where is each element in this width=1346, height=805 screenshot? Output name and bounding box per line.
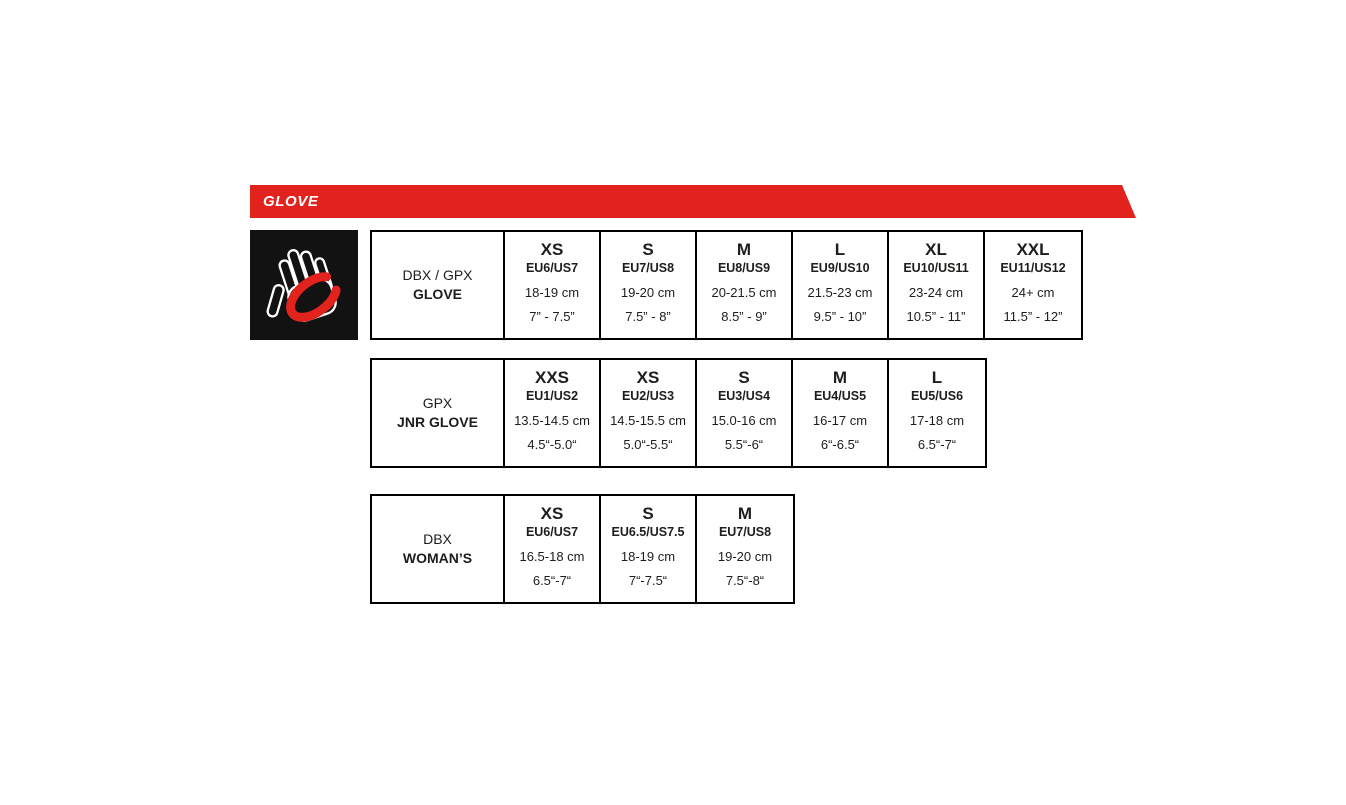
size-column-xxs: XXS EU1/US2 13.5-14.5 cm 4.5“-5.0“	[505, 360, 601, 466]
cm-range: 13.5-14.5 cm	[514, 413, 590, 428]
inch-range: 6“-6.5“	[820, 437, 860, 452]
thumb	[266, 284, 285, 318]
cm-range: 19-20 cm	[620, 285, 676, 300]
inch-range: 10.5” - 11”	[906, 309, 966, 324]
eu-us-label: EU7/US8	[621, 261, 675, 275]
size-column-xl: XL EU10/US11 23-24 cm 10.5” - 11”	[889, 232, 985, 338]
size-table-dbx-gpx-glove: DBX / GPX GLOVE XS EU6/US7 18-19 cm 7” - 7.5”…	[370, 230, 1083, 340]
inch-range: 4.5“-5.0“	[527, 437, 577, 452]
inch-range: 9.5” - 10”	[813, 309, 867, 324]
size-label: L	[931, 368, 943, 387]
cm-range: 24+ cm	[1011, 285, 1055, 300]
size-column-xs: XS EU2/US3 14.5-15.5 cm 5.0“-5.5“	[601, 360, 697, 466]
inch-range: 5.0“-5.5“	[623, 437, 673, 452]
eu-us-label: EU2/US3	[621, 389, 675, 403]
inch-range: 7.5“-8“	[725, 573, 765, 588]
size-column-l: L EU9/US10 21.5-23 cm 9.5” - 10”	[793, 232, 889, 338]
inch-range: 6.5“-7“	[917, 437, 957, 452]
eu-us-label: EU11/US12	[1000, 261, 1066, 275]
size-column-m: M EU4/US5 16-17 cm 6“-6.5“	[793, 360, 889, 466]
cm-range: 20-21.5 cm	[711, 285, 777, 300]
red-swoosh	[286, 272, 341, 322]
size-label: S	[738, 368, 750, 387]
size-label: M	[737, 504, 753, 523]
size-label: M	[736, 240, 752, 259]
size-column-s: S EU7/US8 19-20 cm 7.5” - 8”	[601, 232, 697, 338]
cm-range: 14.5-15.5 cm	[610, 413, 686, 428]
size-label: XXS	[534, 368, 570, 387]
table-label-dbx-womans: DBX WOMAN’S	[372, 496, 505, 602]
eu-us-label: EU3/US4	[717, 389, 771, 403]
size-label: S	[642, 504, 654, 523]
cm-range: 21.5-23 cm	[807, 285, 873, 300]
cm-range: 16-17 cm	[812, 413, 868, 428]
table-label-top: DBX	[423, 531, 452, 547]
eu-us-label: EU9/US10	[810, 261, 870, 275]
table-label-bottom: WOMAN’S	[402, 550, 473, 566]
inch-range: 5.5“-6“	[724, 437, 764, 452]
eu-us-label: EU6/US7	[525, 261, 579, 275]
cm-range: 15.0-16 cm	[711, 413, 777, 428]
size-label: L	[834, 240, 846, 259]
eu-us-label: EU10/US11	[903, 261, 969, 275]
cm-range: 18-19 cm	[620, 549, 676, 564]
size-column-m: M EU7/US8 19-20 cm 7.5“-8“	[697, 496, 793, 602]
cm-range: 18-19 cm	[524, 285, 580, 300]
section-banner: GLOVE	[250, 185, 1136, 218]
size-label: XXL	[1016, 240, 1050, 259]
table-label-top: DBX / GPX	[402, 267, 473, 283]
eu-us-label: EU8/US9	[717, 261, 771, 275]
brand-logo	[250, 230, 358, 340]
table-label-bottom: GLOVE	[412, 286, 462, 302]
size-column-s: S EU3/US4 15.0-16 cm 5.5“-6“	[697, 360, 793, 466]
eu-us-label: EU6.5/US7.5	[611, 525, 685, 539]
size-label: XS	[636, 368, 660, 387]
table-label-top: GPX	[422, 395, 453, 411]
cm-range: 23-24 cm	[908, 285, 964, 300]
cm-range: 16.5-18 cm	[519, 549, 585, 564]
inch-range: 7” - 7.5”	[529, 309, 575, 324]
size-column-xxl: XXL EU11/US12 24+ cm 11.5” - 12”	[985, 232, 1081, 338]
size-column-s: S EU6.5/US7.5 18-19 cm 7“-7.5“	[601, 496, 697, 602]
banner-title: GLOVE	[263, 193, 319, 210]
table-label-bottom: JNR GLOVE	[397, 414, 478, 430]
eu-us-label: EU7/US8	[718, 525, 772, 539]
hand-logo-icon	[266, 249, 341, 322]
inch-range: 6.5“-7“	[532, 573, 572, 588]
eu-us-label: EU5/US6	[910, 389, 964, 403]
inch-range: 11.5” - 12”	[1003, 309, 1063, 324]
cm-range: 19-20 cm	[717, 549, 773, 564]
inch-range: 8.5” - 9”	[721, 309, 767, 324]
size-column-l: L EU5/US6 17-18 cm 6.5“-7“	[889, 360, 985, 466]
size-column-xs: XS EU6/US7 18-19 cm 7” - 7.5”	[505, 232, 601, 338]
eu-us-label: EU6/US7	[525, 525, 579, 539]
table-label-gpx-jnr-glove: GPX JNR GLOVE	[372, 360, 505, 466]
size-label: S	[642, 240, 654, 259]
eu-us-label: EU1/US2	[525, 389, 579, 403]
size-label: M	[832, 368, 848, 387]
size-label: XS	[540, 504, 564, 523]
size-column-xs: XS EU6/US7 16.5-18 cm 6.5“-7“	[505, 496, 601, 602]
size-table-dbx-womans: DBX WOMAN’S XS EU6/US7 16.5-18 cm 6.5“-7“ S EU6…	[370, 494, 795, 604]
inch-range: 7.5” - 8”	[625, 309, 671, 324]
size-label: XS	[540, 240, 564, 259]
size-table-gpx-jnr-glove: GPX JNR GLOVE XXS EU1/US2 13.5-14.5 cm 4.5“-5…	[370, 358, 987, 468]
size-label: XL	[925, 240, 947, 259]
tables-container: DBX / GPX GLOVE XS EU6/US7 18-19 cm 7” - 7.5”…	[370, 230, 1083, 604]
inch-range: 7“-7.5“	[628, 573, 668, 588]
eu-us-label: EU4/US5	[813, 389, 867, 403]
table-label-dbx-gpx-glove: DBX / GPX GLOVE	[372, 232, 505, 338]
size-column-m: M EU8/US9 20-21.5 cm 8.5” - 9”	[697, 232, 793, 338]
cm-range: 17-18 cm	[909, 413, 965, 428]
